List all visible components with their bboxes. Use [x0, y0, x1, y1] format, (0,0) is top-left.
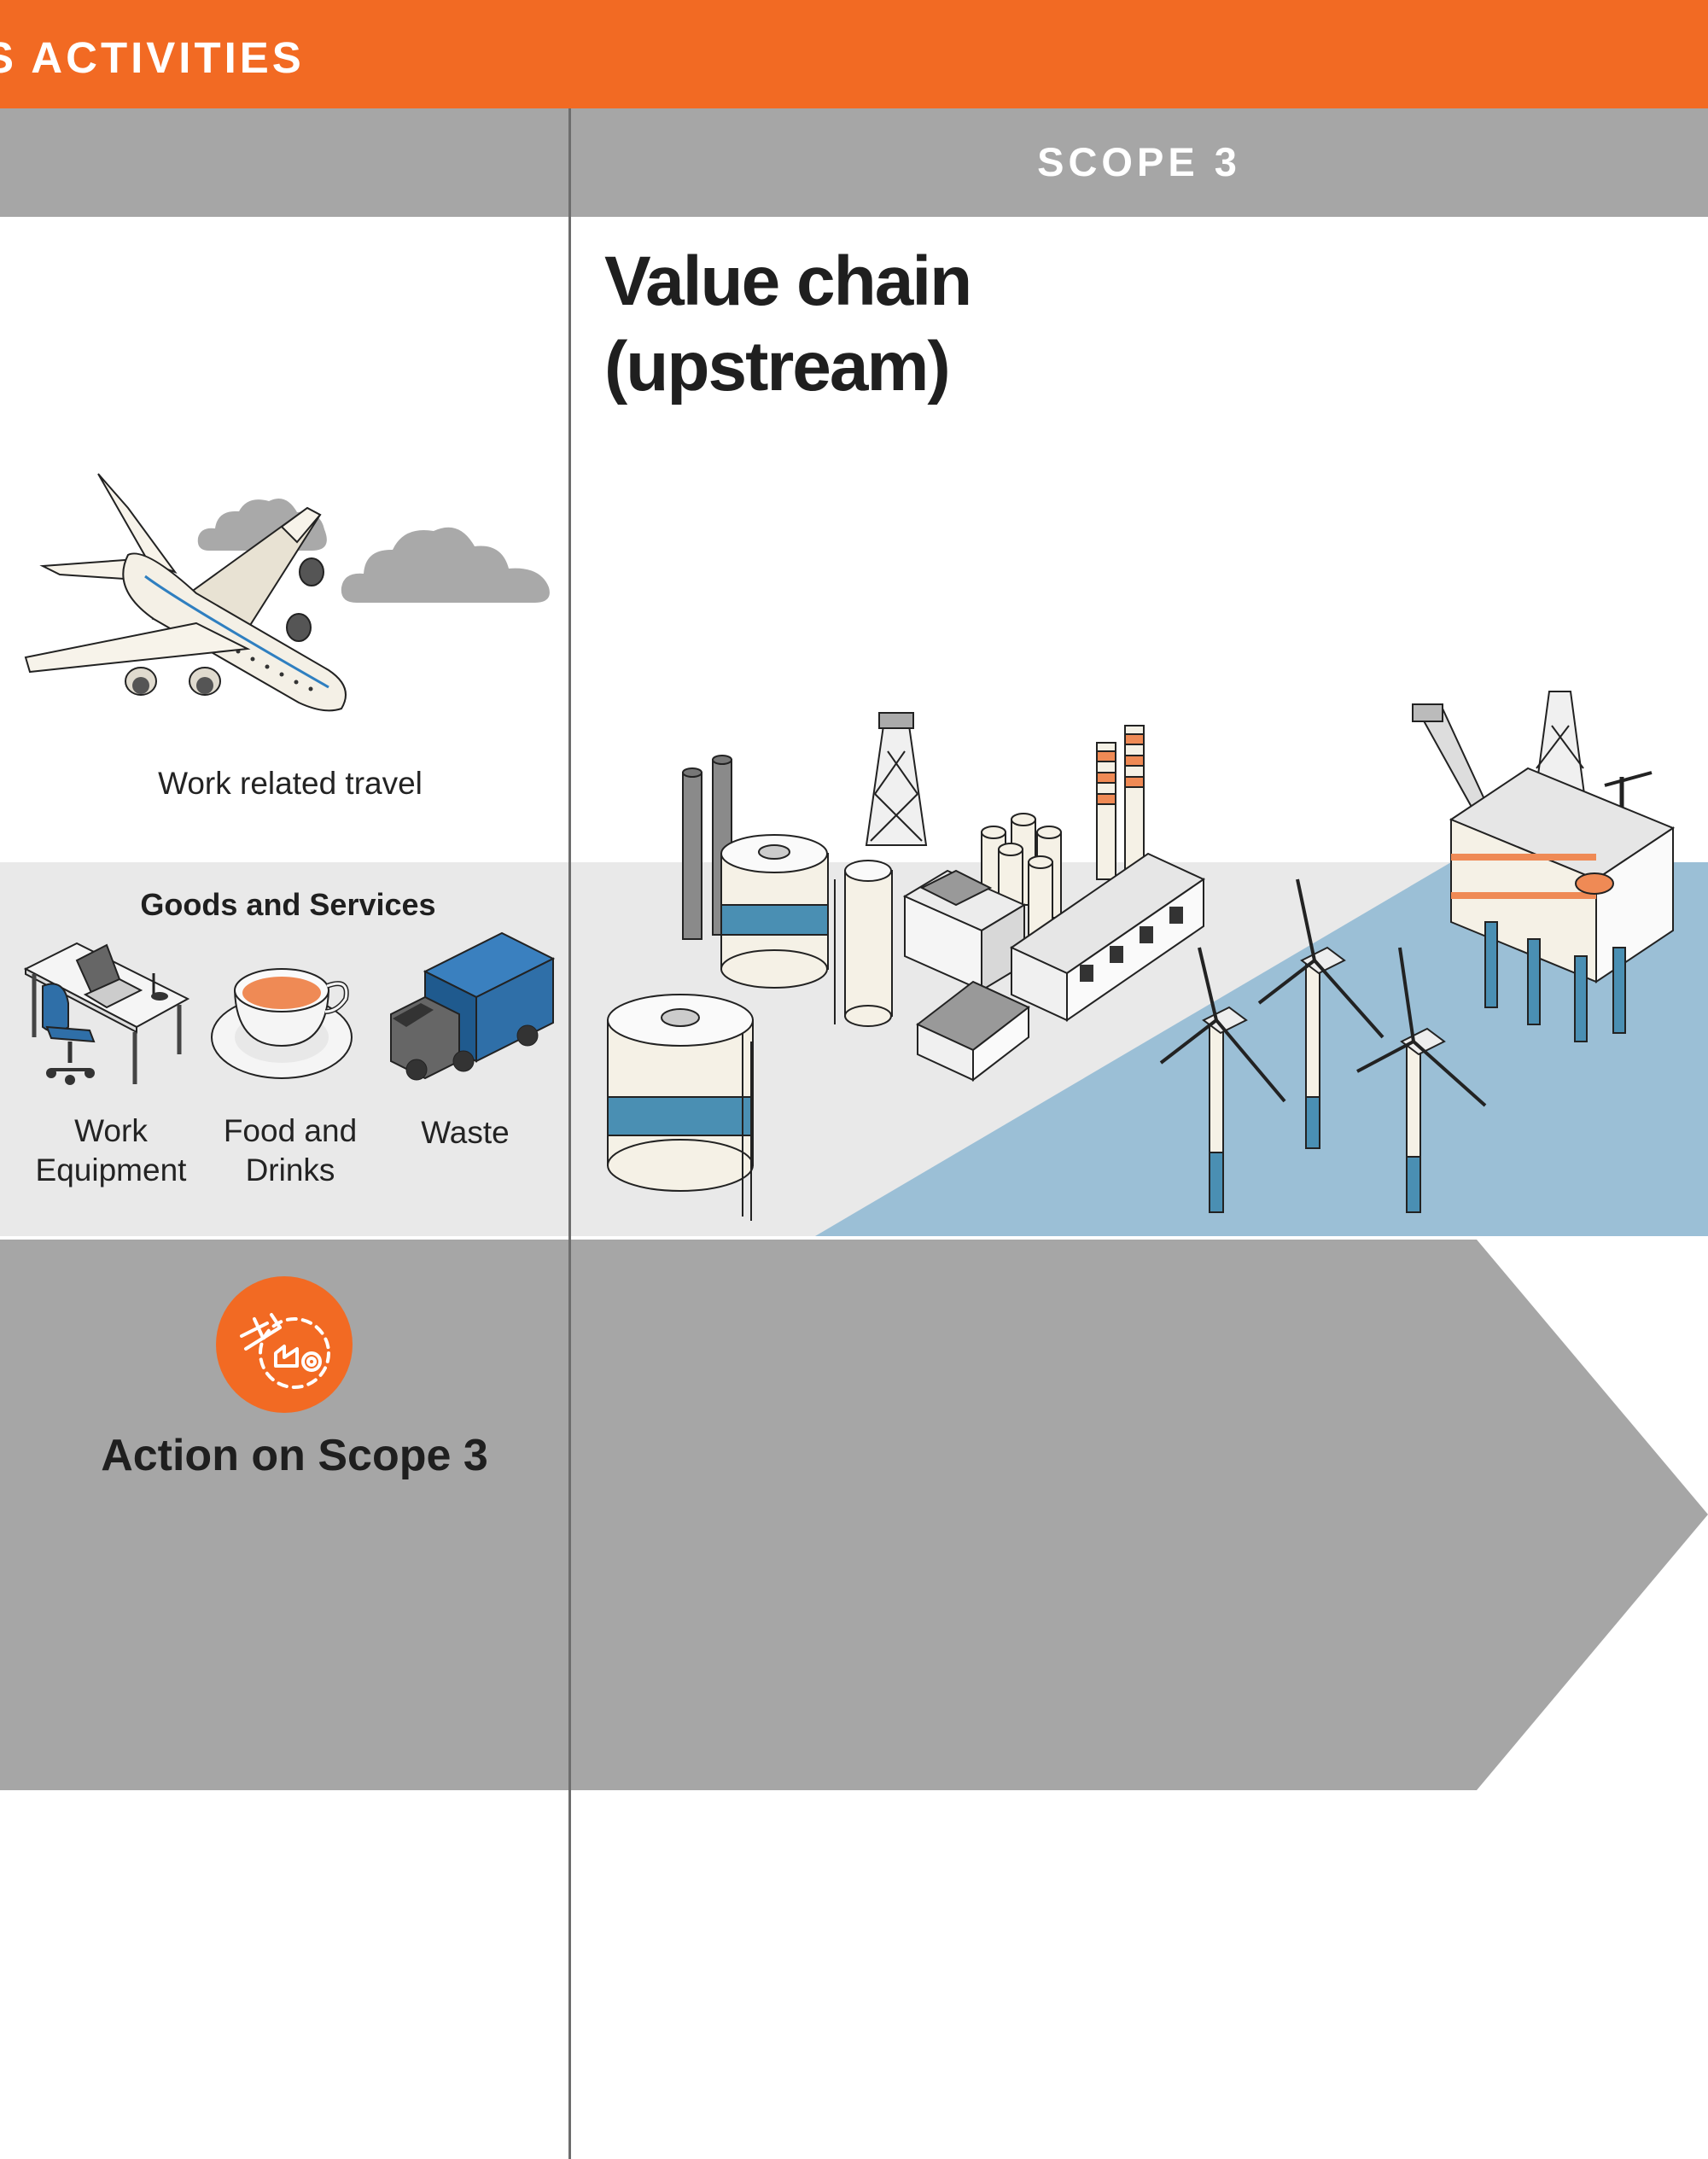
header-band — [0, 0, 1708, 108]
work-equipment-label: Work Equipment — [17, 1112, 205, 1190]
goods-title: Goods and Services — [140, 887, 436, 922]
scope3-action-icon — [216, 1276, 353, 1413]
value-chain-title: Value chain (upstream) — [604, 239, 1202, 410]
food-drinks-label-line2: Drinks — [245, 1152, 335, 1187]
upstream-arrow — [570, 1240, 1708, 1790]
column-divider — [568, 108, 571, 2159]
truck-icon — [390, 931, 556, 1081]
cloud-icon — [341, 527, 550, 603]
airplane-icon — [24, 473, 347, 712]
food-drinks-label: Food and Drinks — [205, 1112, 376, 1190]
scope-band — [0, 108, 1708, 217]
action-title: Action on Scope 3 — [101, 1431, 488, 1480]
waste-label-line1: Waste — [421, 1115, 510, 1150]
value-chain-title-line2: (upstream) — [604, 328, 951, 406]
travel-label: Work related travel — [158, 766, 423, 801]
scope3-label: SCOPE 3 — [1037, 139, 1241, 184]
waste-label: Waste — [384, 1113, 546, 1152]
header-title: S ACTIVITIES — [0, 33, 305, 82]
teacup-icon — [211, 968, 353, 1079]
work-equipment-label-line2: Equipment — [35, 1152, 187, 1187]
value-chain-title-line1: Value chain — [604, 242, 972, 320]
food-drinks-label-line1: Food and — [223, 1113, 358, 1148]
desk-icon — [23, 942, 190, 1085]
work-equipment-label-line1: Work — [74, 1113, 148, 1148]
